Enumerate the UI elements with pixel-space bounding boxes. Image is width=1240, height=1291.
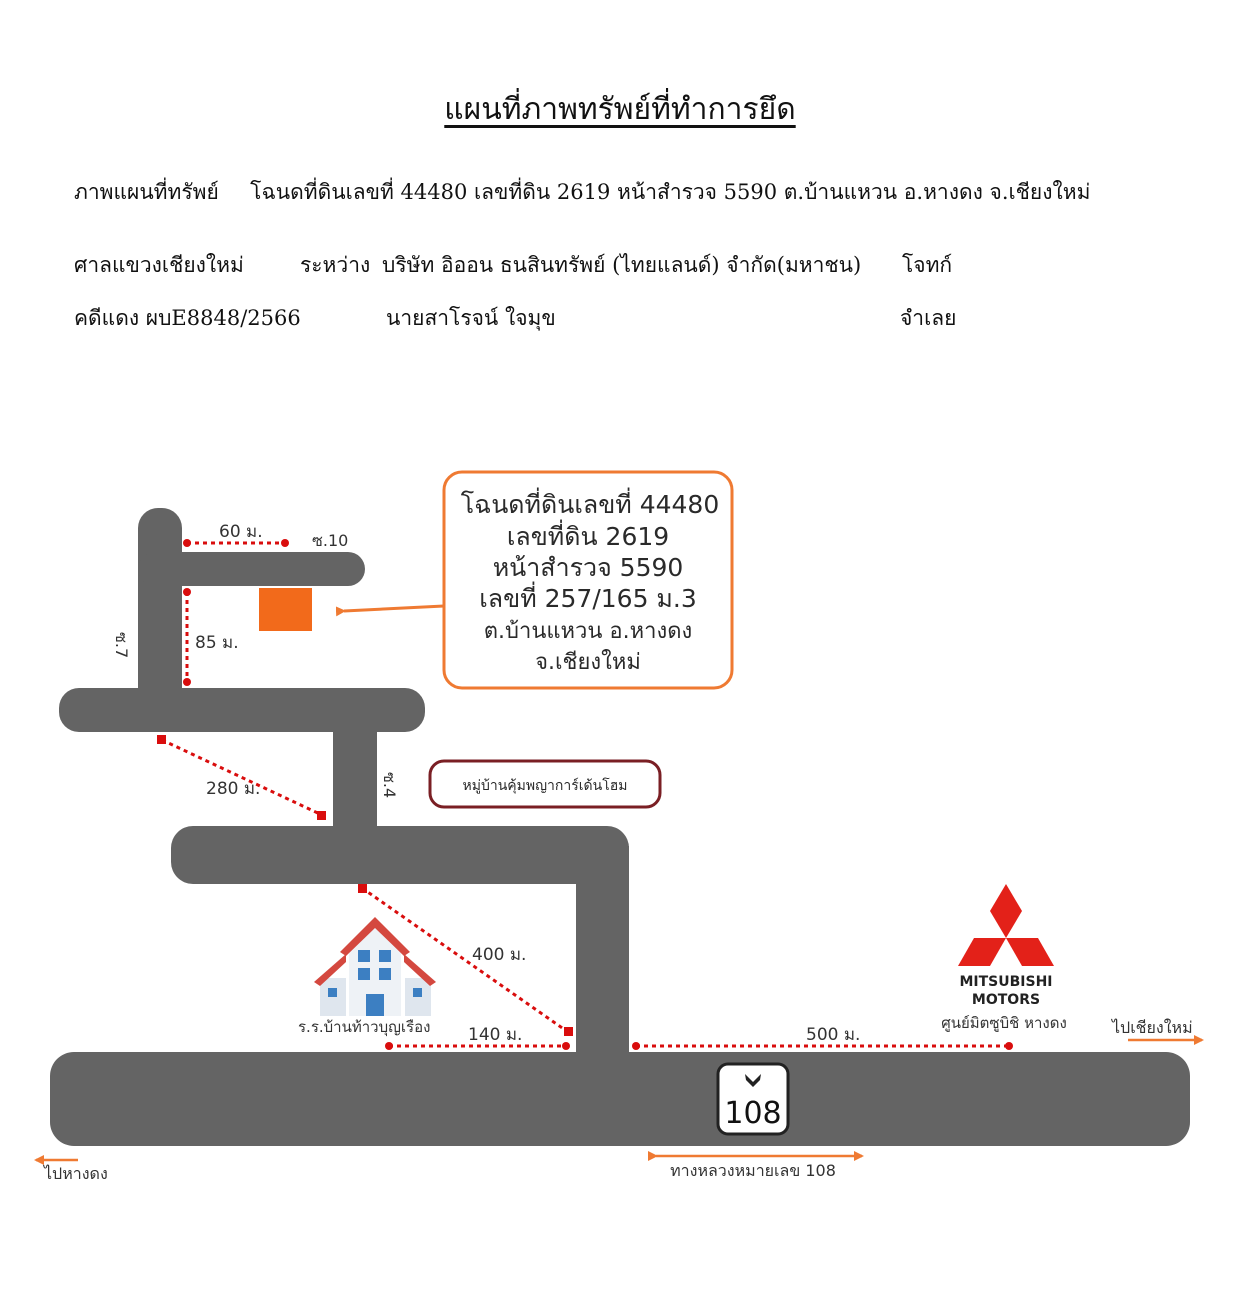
distance-dot: [183, 539, 191, 547]
village-label-box: หมู่บ้านคุ้มพญาการ์เด้นโฮม: [428, 759, 662, 809]
info-line-1: โฉนดที่ดินเลขที่ 44480: [461, 487, 720, 519]
direction-right-label: ไปเชียงใหม่: [1110, 1018, 1193, 1037]
house-icon: [314, 917, 436, 1016]
distance-dot: [1005, 1042, 1013, 1050]
road-soi10: [138, 552, 365, 586]
defendant-role: จำเลย: [900, 306, 957, 330]
village-name: หมู่บ้านคุ้มพญาการ์เด้นโฮม: [463, 777, 628, 794]
mitsubishi-brand-line1: MITSUBISHI: [959, 974, 1052, 990]
road-connector: [576, 846, 629, 1070]
info-line-4: เลขที่ 257/165 ม.3: [479, 581, 697, 613]
distance-label-280: 280 ม.: [206, 779, 260, 799]
info-line-6: จ.เชียงใหม่: [535, 649, 641, 675]
mitsubishi-logo-icon: [958, 884, 1054, 966]
road-network: [50, 508, 1190, 1146]
property-label: ภาพแผนที่ทรัพย์: [74, 180, 219, 204]
info-line-2: เลขที่ดิน 2619: [507, 519, 669, 551]
plaintiff-role: โจทก์: [902, 253, 953, 277]
distance-line-400: [361, 886, 569, 1034]
distance-endpoints: [157, 539, 1013, 1050]
distance-dot: [385, 1042, 393, 1050]
property-line: ภาพแผนที่ทรัพย์ โฉนดที่ดินเลขที่ 44480 เ…: [74, 176, 1090, 209]
soi7-label: ซ.7: [112, 632, 131, 658]
distance-line-280: [161, 738, 323, 817]
property-plot: [259, 588, 312, 631]
highway-label: ทางหลวงหมายเลข 108: [670, 1161, 836, 1180]
distance-dot: [157, 735, 166, 744]
distance-label-85: 85 ม.: [195, 633, 239, 653]
case-number: คดีแดง ผบE8848/2566: [74, 306, 301, 330]
info-line-3: หน้าสำรวจ 5590: [493, 553, 684, 582]
soi10-label: ซ.10: [312, 531, 348, 550]
distance-dot: [564, 1027, 573, 1036]
distance-label-400: 400 ม.: [472, 945, 526, 965]
distance-dot: [358, 884, 367, 893]
info-box: โฉนดที่ดินเลขที่ 44480 เลขที่ดิน 2619 หน…: [442, 470, 734, 690]
distance-dot: [183, 588, 191, 596]
distance-dot: [562, 1042, 570, 1050]
defendant-name: นายสาโรจน์ ใจมุข: [386, 306, 556, 330]
page-title: แผนที่ภาพทรัพย์ที่ทำการยึด: [444, 92, 796, 127]
distance-dot: [281, 539, 289, 547]
road-highway-108: [50, 1052, 1190, 1146]
property-description: โฉนดที่ดินเลขที่ 44480 เลขที่ดิน 2619 หน…: [250, 180, 1091, 204]
mitsubishi-brand-line2: MOTORS: [972, 992, 1040, 1008]
between-label: ระหว่าง: [300, 253, 371, 277]
road-middle-crossroad: [171, 826, 629, 884]
mitsubishi-dealer-label: ศูนย์มิตซูบิชิ หางดง: [941, 1014, 1067, 1032]
highway-number: 108: [724, 1096, 781, 1131]
distance-dot: [632, 1042, 640, 1050]
plaintiff-name: บริษัท อิออน ธนสินทรัพย์ (ไทยแลนด์) จำกั…: [382, 253, 862, 277]
direction-left-label: ไปหางดง: [42, 1164, 108, 1183]
distance-dot: [317, 811, 326, 820]
highway-shield-icon: 108: [716, 1062, 790, 1136]
soi4-label: ซ.4: [380, 772, 399, 798]
distance-markers: [161, 541, 1009, 1048]
court-name: ศาลแขวงเชียงใหม่: [74, 253, 244, 277]
distance-label-60: 60 ม.: [219, 522, 263, 542]
distance-dot: [183, 678, 191, 686]
distance-label-500: 500 ม.: [806, 1025, 860, 1045]
distance-label-140: 140 ม.: [468, 1025, 522, 1045]
school-label: ร.ร.บ้านท้าวบุญเรือง: [298, 1018, 430, 1037]
info-pointer-arrow: [335, 604, 445, 617]
info-line-5: ต.บ้านแหวน อ.หางดง: [484, 619, 693, 644]
